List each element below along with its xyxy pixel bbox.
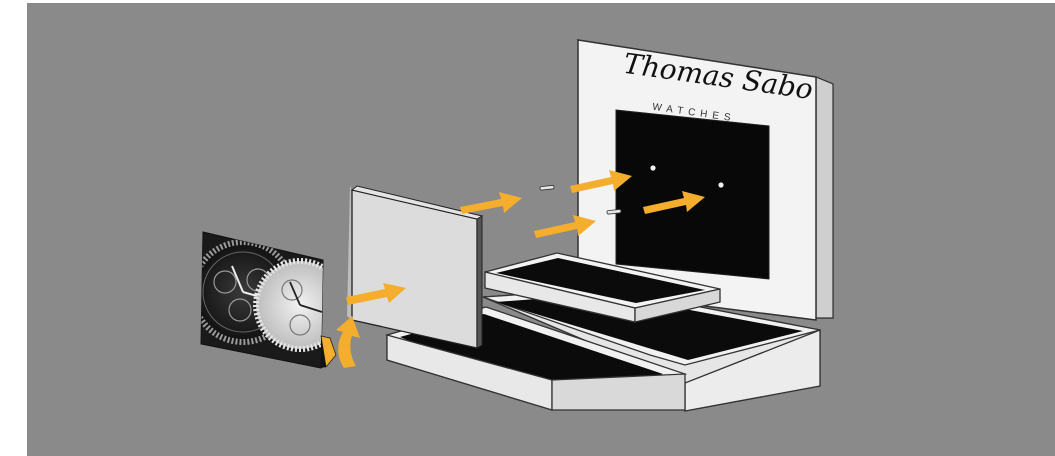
watch-graphic-print bbox=[193, 232, 344, 368]
curved-arrow-icon bbox=[336, 316, 360, 368]
arrow-icon bbox=[460, 192, 522, 214]
mount-hole-right bbox=[718, 182, 723, 187]
mount-hole-left bbox=[650, 165, 655, 170]
